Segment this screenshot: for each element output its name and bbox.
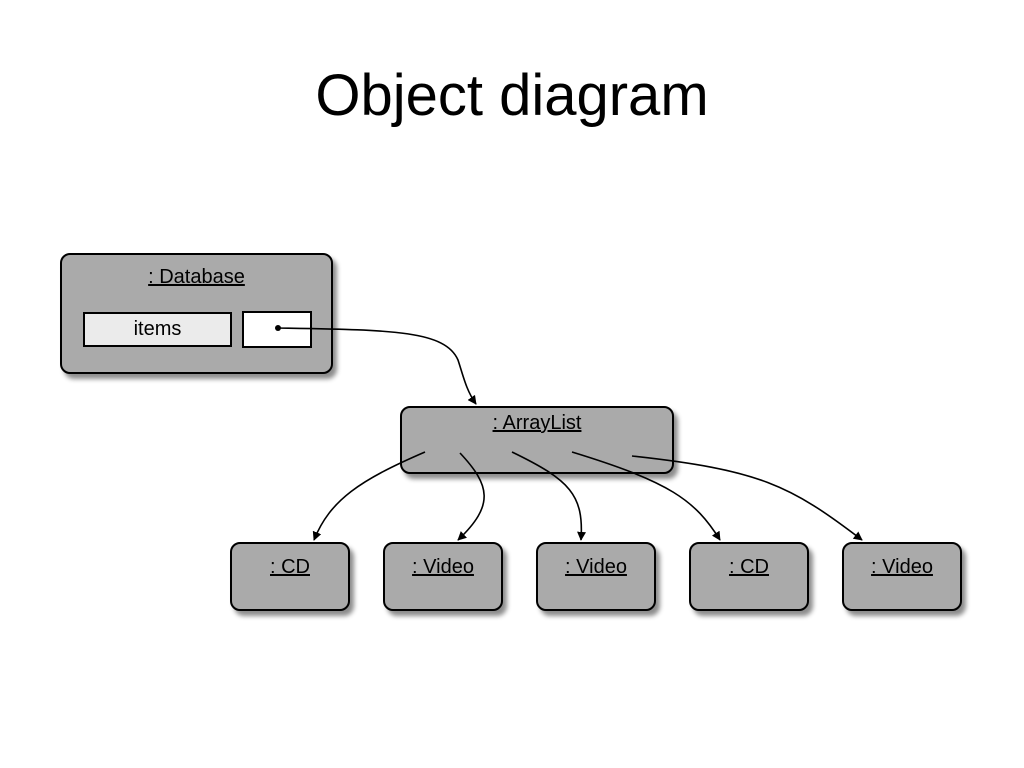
arraylist-object[interactable]: : ArrayList [400,406,674,474]
cd-object-2[interactable]: : CD [689,542,809,611]
items-field-label: items [83,312,232,347]
element-object-name: : Video [412,556,474,578]
slide-title: Object diagram [315,63,709,128]
video-object-3[interactable]: : Video [842,542,962,611]
arraylist-to-cd-1-arrow [312,451,426,541]
arraylist-object-name: : ArrayList [492,412,582,434]
element-object-name: : CD [270,556,310,578]
arraylist-to-video-3-arrow [631,455,863,541]
arraylist-to-video-1-arrow [457,452,485,541]
element-object-name: : CD [729,556,769,578]
database-object-name: : Database [148,266,245,288]
element-object-name: : Video [871,556,933,578]
arraylist-to-cd-2-arrow [571,451,721,541]
items-to-arraylist-arrow [277,327,477,405]
database-object[interactable]: : Database items [60,253,333,374]
cd-object-1[interactable]: : CD [230,542,350,611]
arraylist-to-video-2-arrow [511,451,587,541]
video-object-1[interactable]: : Video [383,542,503,611]
element-object-name: : Video [565,556,627,578]
video-object-2[interactable]: : Video [536,542,656,611]
